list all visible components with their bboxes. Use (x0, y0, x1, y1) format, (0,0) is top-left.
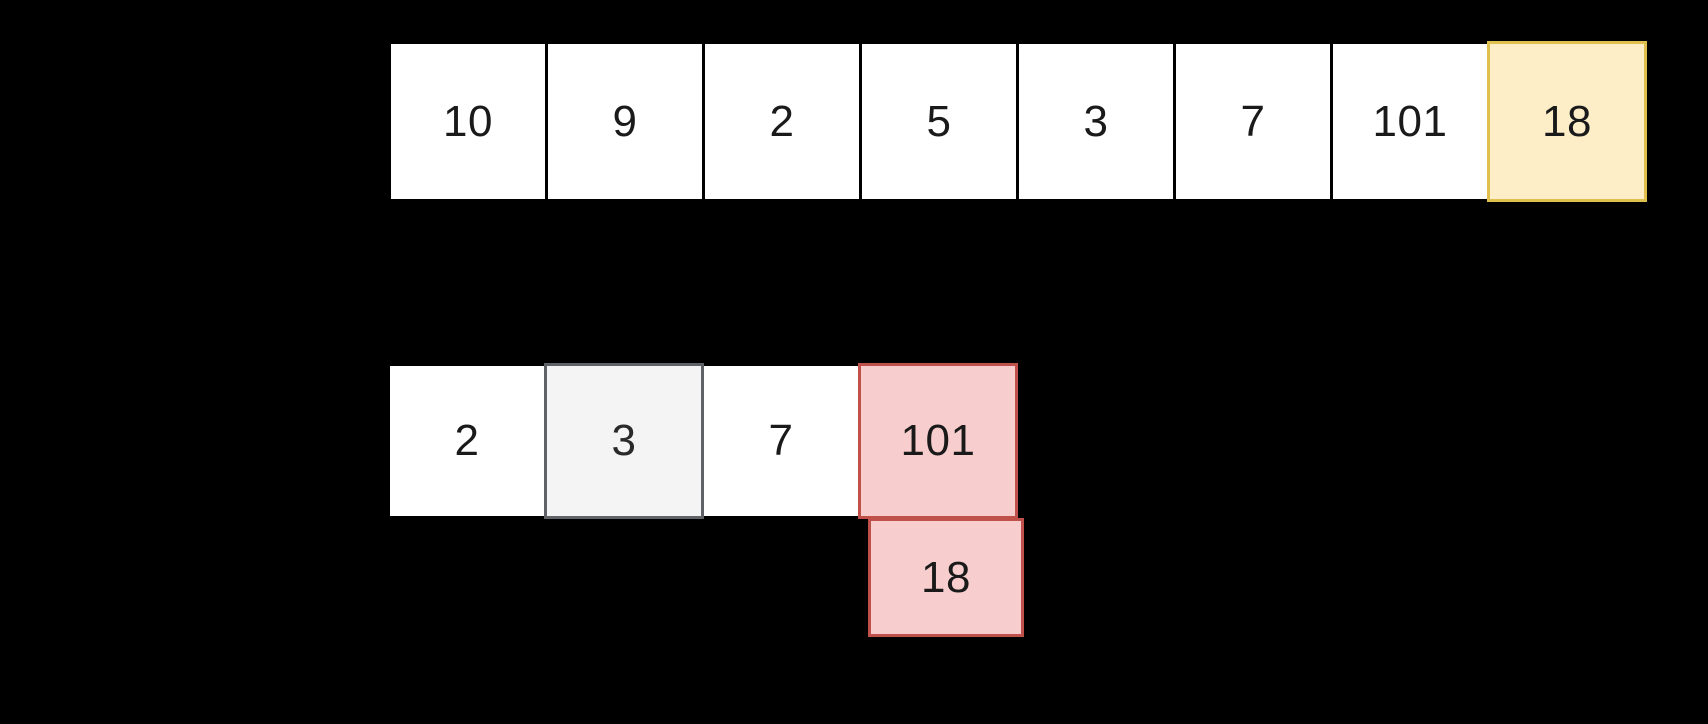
array-cell[interactable]: 10 (388, 41, 548, 202)
array-cell[interactable]: 18 (1487, 41, 1647, 202)
array-cell[interactable]: 3 (544, 363, 704, 519)
array-cell[interactable]: 18 (868, 518, 1024, 637)
array-cell[interactable]: 5 (859, 41, 1019, 202)
array-cell[interactable]: 101 (858, 363, 1018, 519)
array-cell[interactable]: 2 (387, 363, 547, 519)
array-cell[interactable]: 9 (545, 41, 705, 202)
array-cell[interactable]: 2 (702, 41, 862, 202)
array-cell[interactable]: 3 (1016, 41, 1176, 202)
array-cell[interactable]: 101 (1330, 41, 1490, 202)
array-cell[interactable]: 7 (1173, 41, 1333, 202)
array-cell[interactable]: 7 (701, 363, 861, 519)
